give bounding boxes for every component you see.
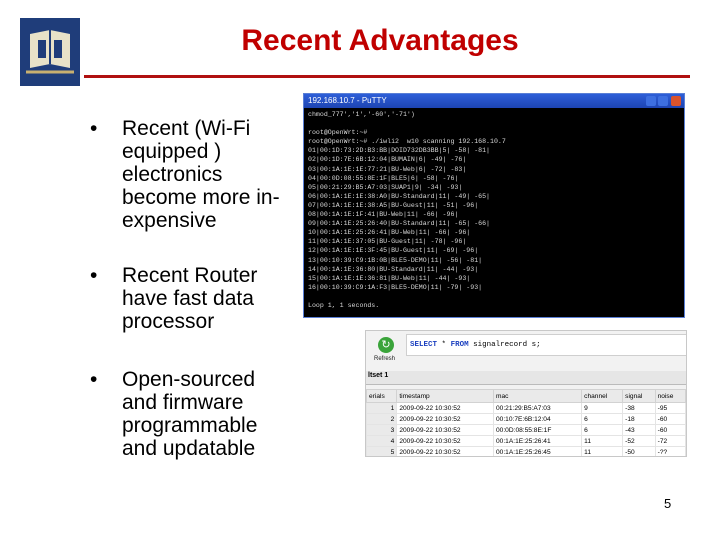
bullet-marker: • xyxy=(90,264,98,287)
terminal-line xyxy=(308,119,680,128)
table-cell: 9 xyxy=(581,402,624,414)
terminal-line: 01|00:1D:73:2D:B3:BB|DOID732DB3BB|5| -58… xyxy=(308,147,491,155)
terminal-line: 04|00:0D:08:55:8E:1F|BLE5|6| -58| -76| xyxy=(308,174,459,182)
table-cell: 11 xyxy=(581,446,624,456)
table-cell: -72 xyxy=(654,435,686,447)
terminal-line: root@OpenWrt:~# xyxy=(308,129,368,137)
table-cell: 00:1A:1E:25:26:41 xyxy=(493,435,583,447)
grid-column-header[interactable]: channel xyxy=(581,389,624,403)
refresh-icon: ↻ xyxy=(378,337,394,353)
bullet-text: Open-sourced and firmware programmable a… xyxy=(122,368,258,460)
terminal-line: 11|00:1A:1E:37:05|BU-Guest|11| -78| -96| xyxy=(308,238,467,246)
terminal-line: 09|00:1A:1E:25:26:40|BU-Standard|11| -65… xyxy=(308,220,491,228)
terminal-line: 07|00:1A:1E:1E:38:A5|BU-Guest|11| -51| -… xyxy=(308,201,479,209)
table-cell: -18 xyxy=(622,413,656,425)
putty-terminal-output: chmod_777','1','-60','-71') root@OpenWrt… xyxy=(304,108,684,312)
table-cell: 00:1A:1E:25:26:45 xyxy=(493,446,583,456)
bullet-text: Recent (Wi-Fi equipped ) electronics bec… xyxy=(122,117,280,232)
terminal-line: 05|00:21:29:B5:A7:03|SUAP1|9| -34| -93| xyxy=(308,183,463,191)
terminal-line: 13|00:10:39:C9:1B:0B|BLE5-DEMO|11| -56| … xyxy=(308,256,483,264)
sql-query-editor: SELECT * FROM signalrecord s; xyxy=(406,334,686,356)
maximize-icon xyxy=(658,96,668,106)
terminal-line: 15|00:1A:1E:1E:36:81|BU-Web|11| -44| -93… xyxy=(308,274,471,282)
table-cell: 2009-09-22 10:30:52 xyxy=(396,413,495,425)
terminal-line: 02|00:1D:7E:6B:12:04|BUMAIN|6| -49| -76| xyxy=(308,156,467,164)
refresh-label: Refresh xyxy=(374,356,396,362)
table-cell: 6 xyxy=(581,413,624,425)
sql-table-name: signalrecord s; xyxy=(473,341,541,349)
terminal-line: Loop 1, 1 seconds. xyxy=(308,301,380,309)
putty-title-bar: 192.168.10.7 - PuTTY xyxy=(304,94,684,108)
bullet-marker: • xyxy=(90,368,98,391)
table-cell: 1 xyxy=(366,402,398,414)
terminal-line: 06|00:1A:1E:1E:38:A0|BU-Standard|11| -49… xyxy=(308,192,491,200)
grid-column-header[interactable]: erials xyxy=(366,389,398,403)
grid-column-header[interactable]: mac xyxy=(493,389,583,403)
table-cell: 2009-09-22 10:30:52 xyxy=(396,402,495,414)
table-cell: -95 xyxy=(654,402,686,414)
terminal-line: root@OpenWrt:~# ./iwli2 w10 scanning 192… xyxy=(308,138,506,146)
logo xyxy=(20,18,80,86)
table-cell: -38 xyxy=(622,402,656,414)
title-divider xyxy=(84,75,690,78)
table-cell: -43 xyxy=(622,424,656,436)
table-cell: 6 xyxy=(581,424,624,436)
putty-screenshot: 192.168.10.7 - PuTTY chmod_777','1','-60… xyxy=(303,93,685,318)
terminal-line: 16|00:10:39:C9:1A:F3|BLE5-DEMO|11| -79| … xyxy=(308,283,483,291)
table-cell: -50 xyxy=(622,446,656,456)
table-cell: 2009-09-22 10:30:52 xyxy=(396,435,495,447)
terminal-line: 14|00:1A:1E:36:80|BU-Standard|11| -44| -… xyxy=(308,265,479,273)
table-cell: 11 xyxy=(581,435,624,447)
terminal-line: chmod_777','1','-60','-71') xyxy=(308,111,415,118)
table-cell: 2009-09-22 10:30:52 xyxy=(396,424,495,436)
terminal-line: 12|00:1A:1E:1E:3F:45|BU-Guest|11| -69| -… xyxy=(308,247,479,255)
grid-column-header[interactable]: timestamp xyxy=(396,389,495,403)
table-cell: 00:0D:08:55:8E:1F xyxy=(493,424,583,436)
table-cell: -60 xyxy=(654,413,686,425)
table-cell: 5 xyxy=(366,446,398,456)
page-number: 5 xyxy=(664,496,672,511)
book-logo-icon xyxy=(20,18,80,86)
result-tab-label: ltset 1 xyxy=(368,372,389,379)
close-icon xyxy=(671,96,681,106)
sql-toolbar: ↻ Refresh xyxy=(366,331,406,369)
terminal-line: 03|00:1A:1E:1E:77:21|BU-Web|6| -72| -83| xyxy=(308,165,467,173)
table-cell: 00:10:7E:6B:12:04 xyxy=(493,413,583,425)
sql-star: * xyxy=(441,341,447,349)
table-cell: 00:21:29:B5:A7:03 xyxy=(493,402,583,414)
table-cell: 3 xyxy=(366,424,398,436)
table-cell: -52 xyxy=(622,435,656,447)
sql-keyword: SELECT xyxy=(410,341,438,349)
slide-title: Recent Advantages xyxy=(241,24,519,57)
table-cell: 2 xyxy=(366,413,398,425)
table-cell: 2009-09-22 10:30:52 xyxy=(396,446,495,456)
result-tab: ltset 1 xyxy=(366,371,686,385)
table-cell: -?? xyxy=(654,446,686,456)
minimize-icon xyxy=(646,96,656,106)
grid-column-header[interactable]: signal xyxy=(622,389,656,403)
terminal-line: 10|00:1A:1E:25:26:41|BU-Web|11| -66| -96… xyxy=(308,229,471,237)
bullet-marker: • xyxy=(90,117,98,140)
terminal-line xyxy=(308,292,680,301)
grid-column-header[interactable]: noise xyxy=(654,389,686,403)
sql-keyword: FROM xyxy=(450,341,469,349)
terminal-line: 08|00:1A:1E:1F:41|BU-Web|11| -66| -96| xyxy=(308,211,459,219)
table-cell: 4 xyxy=(366,435,398,447)
bullet-text: Recent Router have fast data processor xyxy=(122,264,258,333)
sql-query-screenshot: ↻ Refresh SELECT * FROM signalrecord s; … xyxy=(365,330,687,457)
putty-window-title: 192.168.10.7 - PuTTY xyxy=(308,96,387,105)
table-cell: -60 xyxy=(654,424,686,436)
